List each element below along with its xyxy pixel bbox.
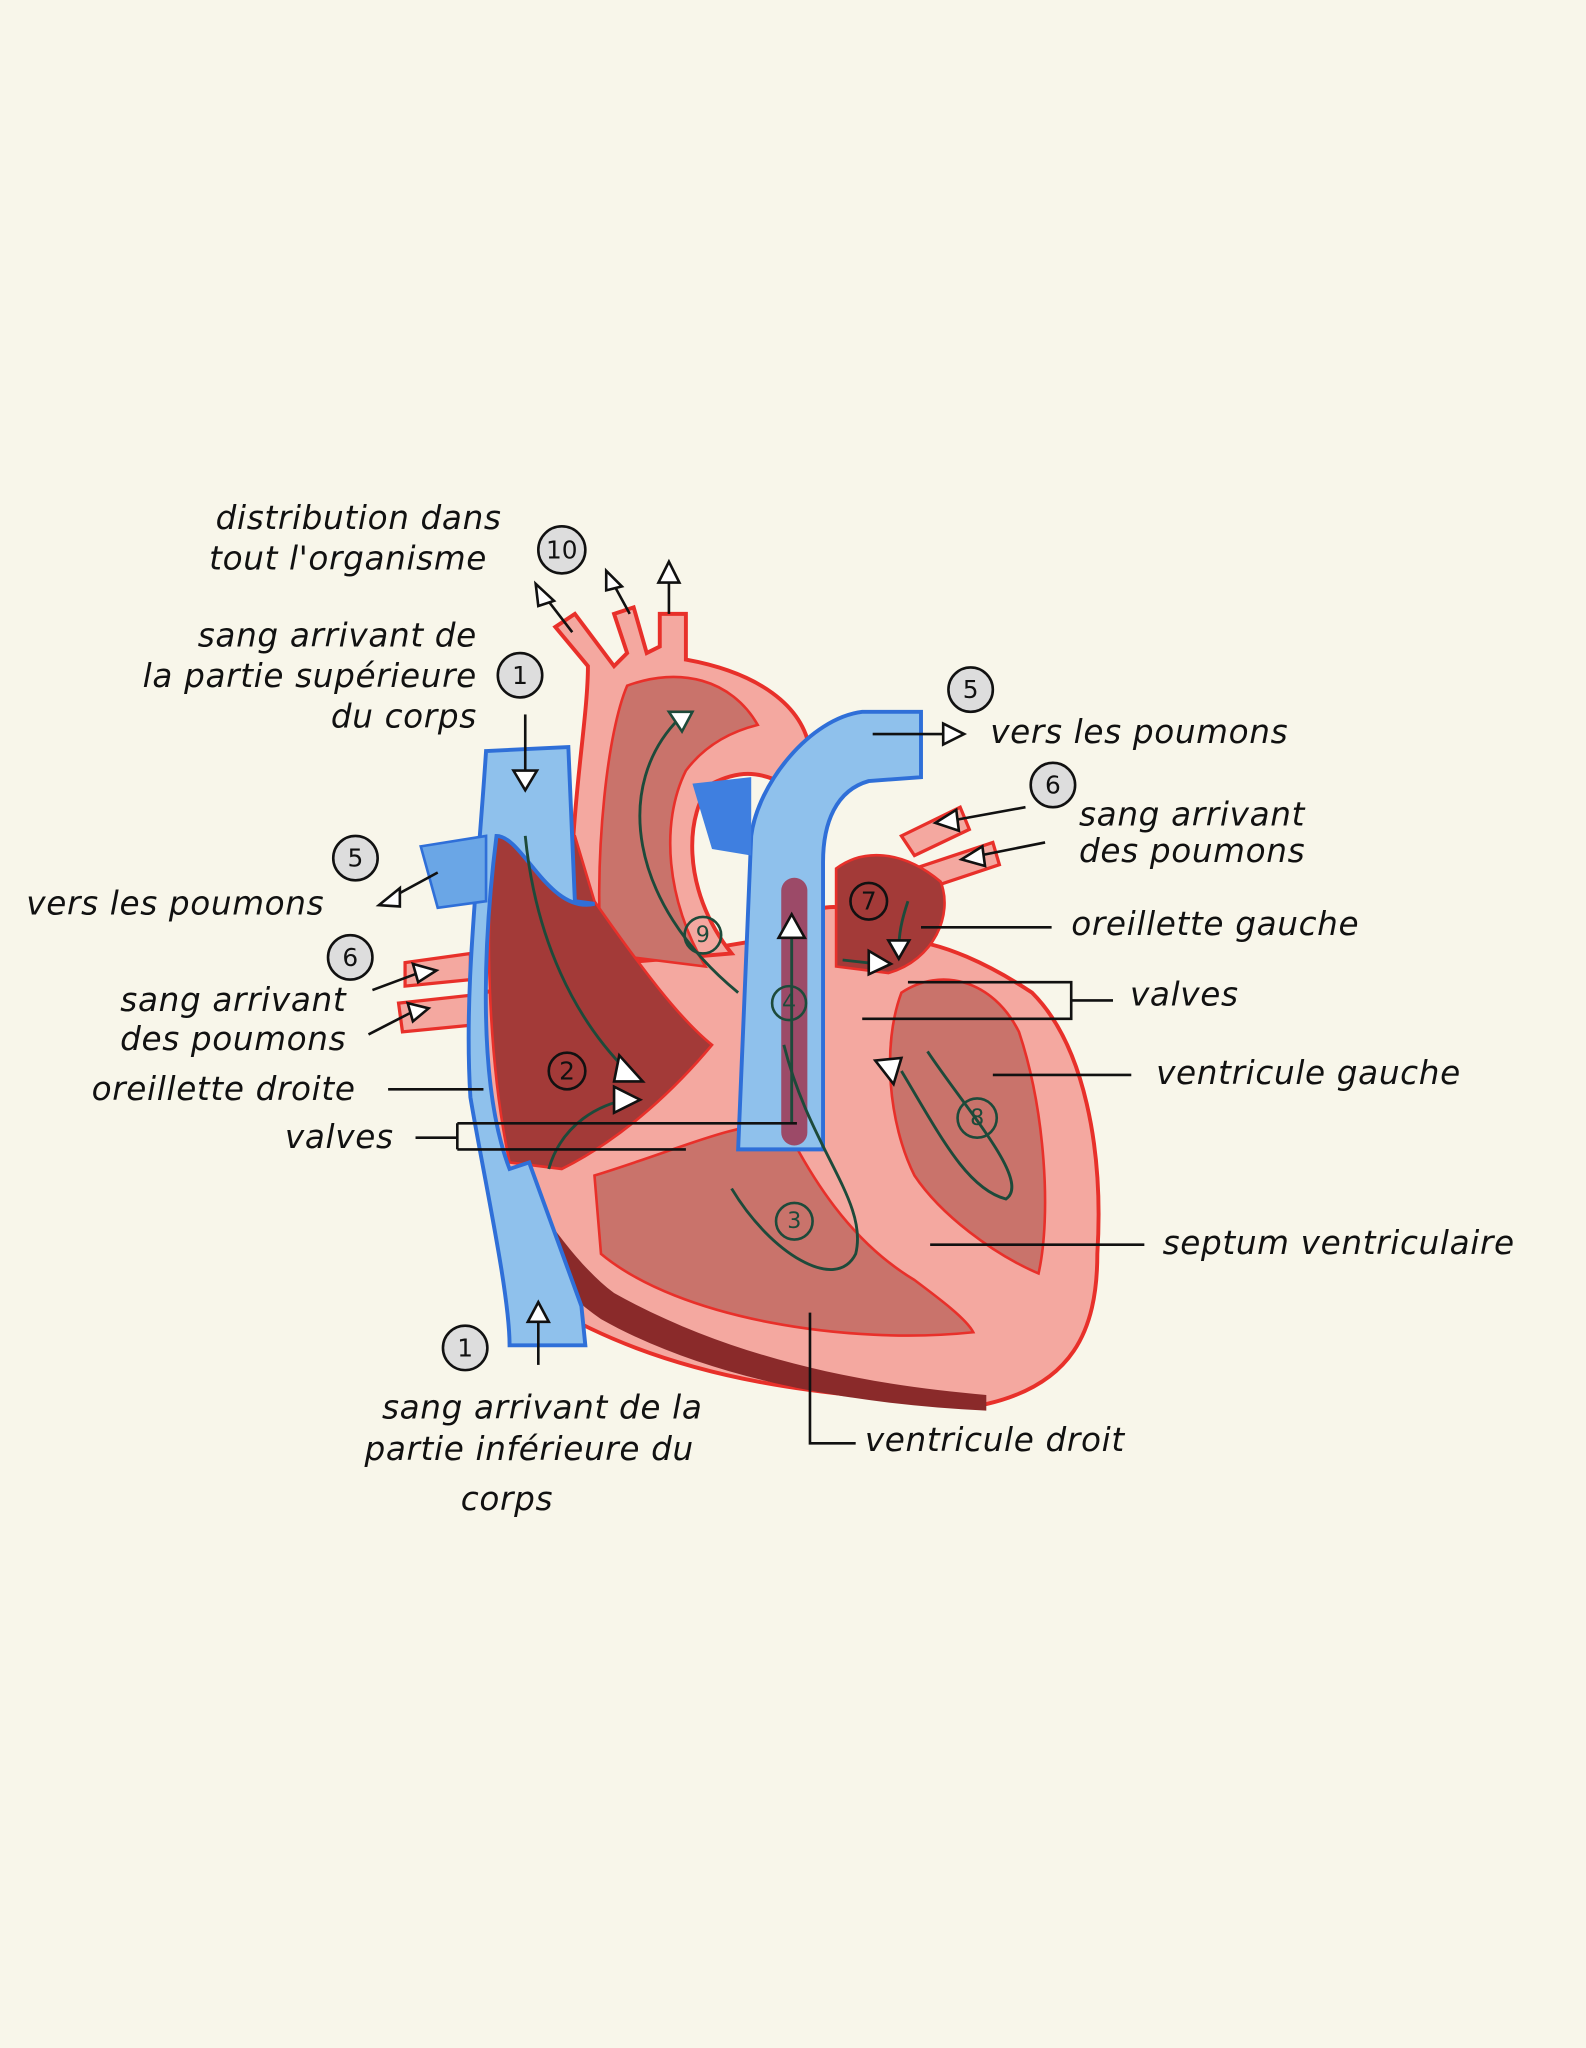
svg-text:9: 9 (696, 922, 710, 948)
step-4: 4 (770, 984, 808, 1022)
flow-arrow-8 (900, 1050, 1014, 1201)
heart-anatomy (396, 604, 1101, 1411)
flow-arrowhead-2b (612, 1084, 644, 1115)
step-5-right: 5 (947, 666, 995, 714)
step-2: 2 (547, 1051, 587, 1091)
label-valves-left: valves (285, 1118, 394, 1156)
flow-arrowhead-7b (867, 948, 894, 977)
flow-arrowhead-4 (776, 911, 807, 940)
svg-text:1: 1 (512, 661, 528, 690)
label-distribution-1: distribution dans (216, 499, 502, 537)
svg-text:4: 4 (782, 990, 796, 1016)
step-8: 8 (956, 1097, 999, 1139)
svg-text:6: 6 (1045, 770, 1061, 799)
labels: distribution dans tout l'organisme sang … (26, 499, 1514, 1518)
step-9: 9 (683, 915, 723, 955)
coronary-vessel (503, 1162, 987, 1411)
blood-flow-arrows (523, 710, 1014, 1271)
step-6-right: 6 (1029, 761, 1077, 809)
pulmonary-vein-blue-left (419, 834, 488, 910)
label-superior-1: sang arrivant de (198, 617, 477, 655)
step-1-bottom: 1 (441, 1324, 489, 1372)
svg-text:8: 8 (970, 1105, 984, 1131)
flow-arrow-3 (730, 1044, 859, 1271)
flow-arrow-9 (638, 717, 740, 994)
right-atrium (487, 819, 714, 1171)
svg-text:7: 7 (861, 887, 877, 916)
flow-arrowhead-8 (872, 1056, 904, 1087)
label-inferior-3: corps (461, 1480, 553, 1518)
svg-text:10: 10 (546, 535, 578, 564)
right-ventricle (593, 1121, 976, 1337)
label-lungs-in-left-2: des poumons (120, 1020, 346, 1058)
svg-text:2: 2 (559, 1057, 575, 1086)
step-6-left: 6 (326, 933, 374, 981)
step-3: 3 (774, 1201, 814, 1241)
flow-arrow-2 (523, 835, 629, 1073)
label-valves-right: valves (1130, 976, 1239, 1014)
flow-arrowhead-7 (886, 939, 912, 962)
svg-text:5: 5 (348, 844, 364, 873)
label-inferior-2: partie inférieure du (363, 1430, 693, 1468)
label-distribution-2: tout l'organisme (209, 539, 487, 577)
svg-text:5: 5 (963, 675, 979, 704)
flow-arrowhead-9 (666, 710, 695, 734)
label-left-ventricle: ventricule gauche (1156, 1054, 1461, 1092)
label-lungs-in-right-2: des poumons (1079, 832, 1305, 870)
label-septum: septum ventriculaire (1163, 1224, 1515, 1262)
step-10: 10 (536, 525, 587, 575)
label-inferior-1: sang arrivant de la (382, 1388, 703, 1426)
label-left-atrium: oreillette gauche (1071, 905, 1359, 943)
label-lungs-in-left-1: sang arrivant (120, 981, 347, 1019)
flow-arrowhead-2 (612, 1052, 646, 1083)
svg-text:1: 1 (457, 1333, 473, 1362)
svg-text:3: 3 (787, 1208, 801, 1234)
label-lungs-out-right: vers les poumons (990, 713, 1288, 751)
step-5-left: 5 (331, 834, 379, 882)
svg-text:6: 6 (342, 943, 358, 972)
label-arrows (367, 558, 1145, 1445)
aorta-inner (597, 675, 760, 969)
pulmonary-trunk-dark (781, 877, 808, 1146)
label-right-ventricle: ventricule droit (865, 1421, 1126, 1459)
label-right-atrium: oreillette droite (92, 1070, 356, 1108)
label-lungs-out-left: vers les poumons (26, 884, 324, 922)
vena-cava (466, 745, 595, 1348)
label-superior-2: la partie supérieure (143, 657, 477, 695)
label-superior-3: du corps (331, 698, 477, 736)
step-circles: 10 1 5 6 1 5 6 2 3 4 7 8 9 (326, 525, 1077, 1372)
pulmonary-artery-branch (692, 777, 752, 856)
label-lungs-in-right-1: sang arrivant (1079, 795, 1306, 833)
step-1-top: 1 (496, 651, 544, 699)
step-7: 7 (849, 881, 889, 921)
